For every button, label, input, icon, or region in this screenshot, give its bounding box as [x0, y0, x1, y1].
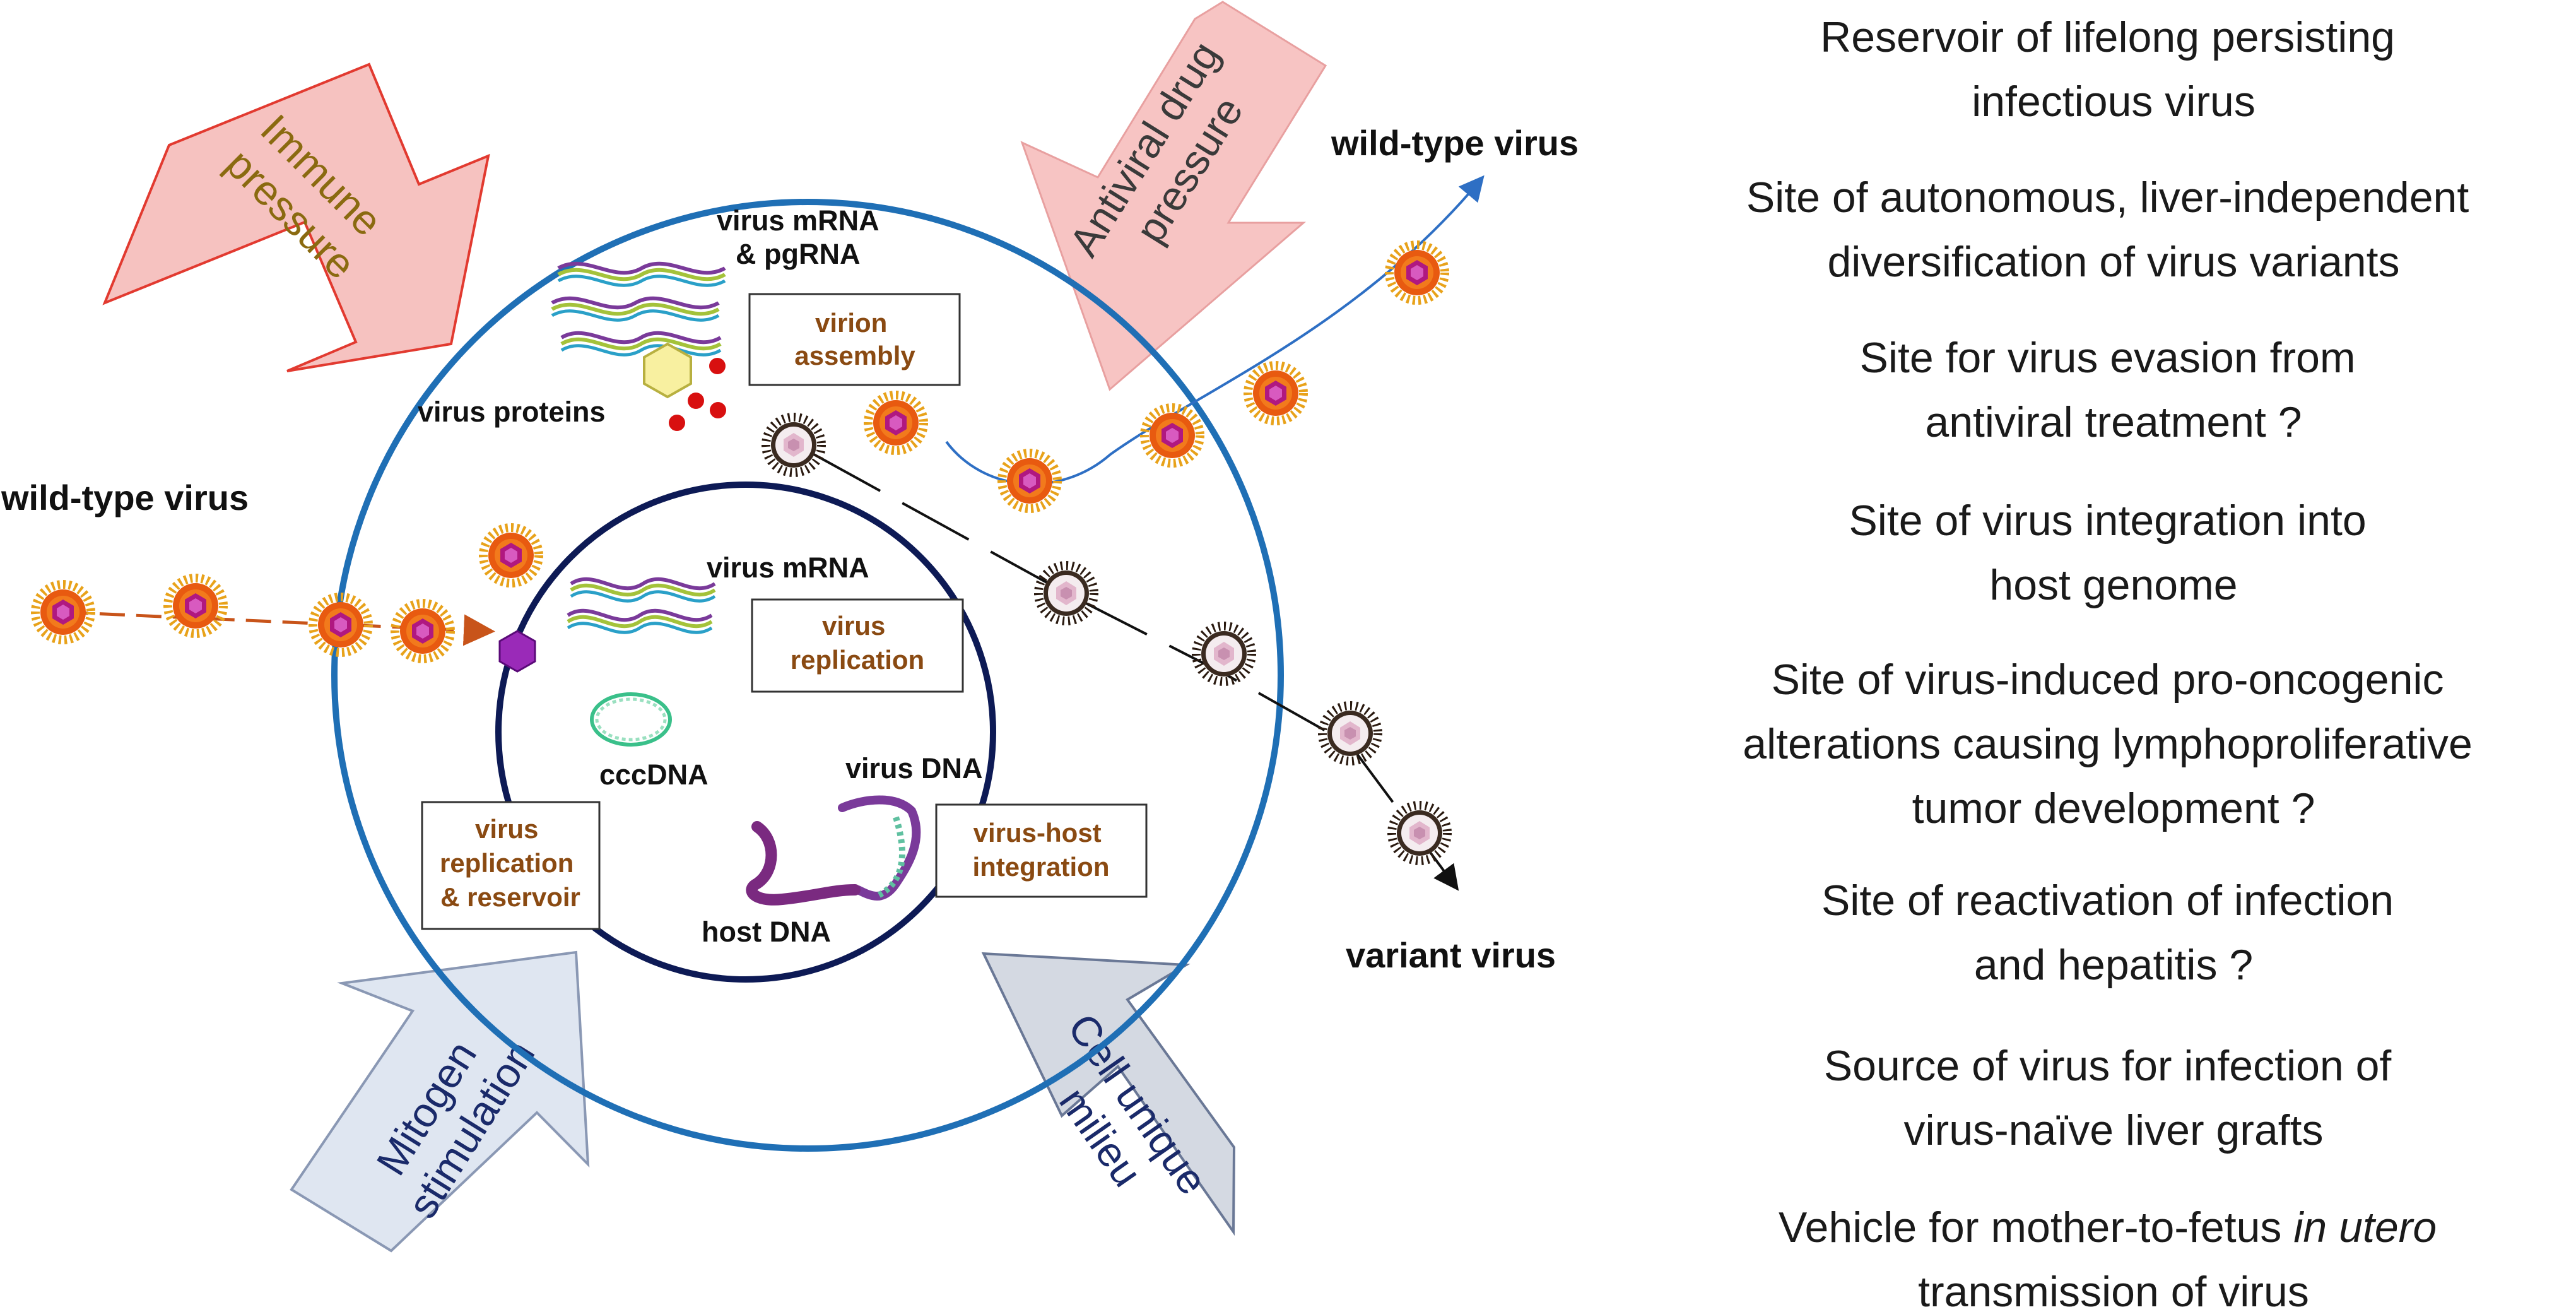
role-line: and hepatitis ? — [1974, 941, 2253, 989]
role-line: transmission of virus — [1918, 1268, 2309, 1312]
replication-line1: virus — [822, 611, 885, 641]
role-line: Site of autonomous, liver-independent — [1746, 174, 2469, 222]
role-item-oncogenic: Site of virus-induced pro-oncogenic alte… — [1743, 656, 2485, 832]
integration-line1: virus-host — [973, 818, 1102, 848]
svg-text:virus replication: virus replication — [791, 611, 924, 675]
virus-replication-box: virus replication — [751, 598, 964, 693]
replication-reservoir-box: virus replication & reservoir — [421, 801, 601, 930]
host-virus-dna — [746, 795, 921, 906]
virus-proteins-label: virus proteins — [418, 396, 606, 428]
host-dna-label: host DNA — [702, 916, 831, 948]
role-line: Site of virus integration into — [1849, 497, 2366, 545]
mrna-pgrna-line1: virus mRNA — [717, 204, 879, 237]
variant-virus-particle — [1392, 805, 1447, 861]
immune-pressure-arrow: Immune pressure — [102, 62, 490, 372]
role-line: diversification of virus variants — [1827, 238, 2399, 286]
mrna-pgrna-label: virus mRNA & pgRNA — [717, 204, 886, 270]
role-line: virus-naïve liver grafts — [1903, 1106, 2323, 1154]
integration-line2: integration — [973, 852, 1110, 882]
immune-arrow-shape — [102, 62, 490, 372]
role-line-italic: in utero — [2293, 1203, 2437, 1251]
role-line: Site of reactivation of infection — [1821, 877, 2394, 925]
drug-arrow-shape — [1020, 1, 1327, 391]
reservoir-line2: replication — [440, 848, 573, 878]
role-line: Vehicle for mother-to-fetus — [1779, 1203, 2293, 1251]
incoming-virus-path — [35, 528, 539, 673]
antiviral-drug-arrow: Antiviral drug pressure — [1020, 1, 1327, 391]
role-item-evasion: Site for virus evasion from antiviral tr… — [1860, 334, 2368, 446]
roles-list: Reservoir of lifelong persisting infecti… — [1743, 13, 2485, 1312]
wild-type-virus-in-label: wild-type virus — [1, 478, 249, 517]
replication-line2: replication — [791, 645, 924, 675]
virus-host-integration-box: virus-host integration — [935, 803, 1148, 898]
role-line: infectious virus — [1972, 78, 2255, 126]
virus-particle — [168, 578, 223, 634]
role-line: alterations causing lymphoproliferative — [1743, 720, 2473, 768]
role-item-reactivation: Site of reactivation of infection and he… — [1821, 877, 2406, 989]
wild-type-virus-out-label: wild-type virus — [1331, 123, 1579, 163]
virus-particle — [1144, 408, 1200, 463]
variant-virus-label: variant virus — [1346, 935, 1556, 975]
nucleus-membrane — [495, 482, 996, 983]
variant-virus-particle — [766, 417, 821, 473]
variant-virus-particle — [1322, 706, 1378, 761]
milieu-arrow-shape — [981, 952, 1236, 1236]
virus-particle — [1389, 245, 1445, 300]
virus-particle — [868, 395, 924, 451]
protein-dots — [669, 358, 726, 431]
mrna-pgrna-line2: & pgRNA — [736, 238, 860, 270]
role-line: Reservoir of lifelong persisting — [1820, 13, 2395, 61]
virus-particle — [1002, 453, 1057, 509]
assembly-line2: assembly — [794, 341, 915, 370]
cccdna-label: cccDNA — [599, 759, 709, 791]
role-line: antiviral treatment ? — [1925, 398, 2302, 446]
role-item-diversification: Site of autonomous, liver-independent di… — [1746, 174, 2481, 286]
role-line: tumor development ? — [1912, 784, 2315, 832]
assembly-line1: virion — [815, 308, 887, 338]
uncoated-capsid — [498, 630, 536, 673]
virus-mrna-pgrna-molecule — [552, 264, 725, 355]
virus-particle — [395, 603, 450, 659]
variant-virus-path — [766, 417, 1459, 891]
role-item-reservoir: Reservoir of lifelong persisting infecti… — [1820, 13, 2407, 126]
reservoir-line3: & reservoir — [440, 882, 580, 912]
role-line: Site of virus-induced pro-oncogenic — [1772, 656, 2444, 704]
mitogen-arrow-shape — [290, 950, 590, 1253]
outgoing-wild-type-path — [868, 175, 1485, 509]
role-line: Source of virus for infection of — [1824, 1042, 2392, 1090]
svg-text:virus-host integration: virus-host integration — [973, 818, 1110, 882]
cccdna-ring — [590, 692, 672, 747]
role-line: host genome — [1989, 561, 2237, 609]
variant-virus-particle — [1196, 626, 1252, 682]
virus-dna-label: virus DNA — [845, 752, 983, 784]
variant-virus-particle — [1038, 565, 1094, 621]
reservoir-line1: virus — [475, 814, 538, 844]
role-item-mother-fetus: Vehicle for mother-to-fetus in utero tra… — [1779, 1203, 2449, 1312]
virion-assembly-box: virion assembly — [748, 293, 961, 386]
virus-mrna-label: virus mRNA — [707, 552, 869, 584]
mitogen-stimulation-arrow: Mitogen stimulation — [290, 950, 590, 1253]
svg-text:virion assembly: virion assembly — [794, 308, 915, 370]
virus-particle — [35, 584, 91, 640]
virus-mrna-molecule — [568, 579, 715, 632]
virus-particle — [483, 528, 539, 583]
cell-membrane-outer — [331, 199, 1284, 1152]
role-item-integration: Site of virus integration into host geno… — [1849, 497, 2378, 609]
role-item-graft-source: Source of virus for infection of virus-n… — [1824, 1042, 2403, 1154]
virus-particle — [313, 597, 368, 653]
virus-particle — [1248, 365, 1303, 421]
protein-hexagon — [643, 342, 692, 399]
svg-text:virus replication: virus replication & reservoir — [440, 814, 581, 912]
role-line: Site for virus evasion from — [1860, 334, 2356, 382]
